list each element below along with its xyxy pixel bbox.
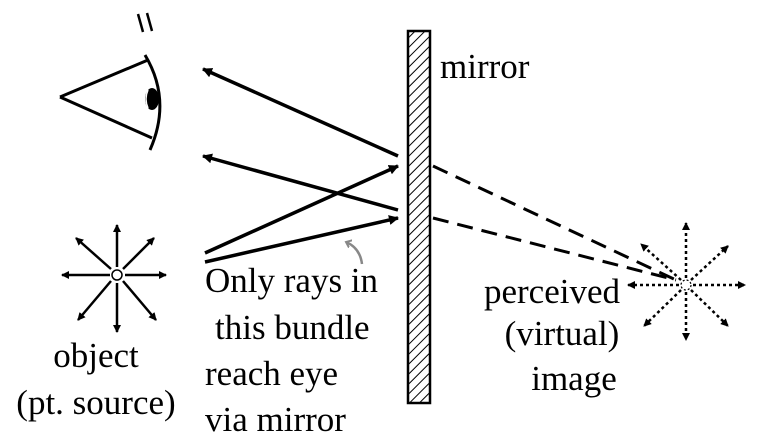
object-label-line1: object [53,336,139,375]
bundle-label-line2: this bundle [215,308,370,347]
mirror-label: mirror [440,47,530,86]
bundle-label-line4: via mirror [205,400,346,439]
incident-rays [204,164,399,264]
bundle-label-line1: Only rays in [205,261,378,300]
image-label-line1: perceived [484,272,621,311]
point-source-icon [61,224,167,333]
virtual-ray-extensions [432,164,677,282]
mirror [406,29,432,405]
bundle-pointer-arrow [346,242,364,265]
bundle-label-line3: reach eye [205,354,338,393]
object-label-line2: (pt. source) [16,383,175,422]
image-label-line3: image [531,359,617,398]
eye-icon [59,12,162,151]
virtual-image-icon [627,222,746,341]
reflected-rays [202,67,399,212]
image-label-line2: (virtual) [505,314,620,353]
